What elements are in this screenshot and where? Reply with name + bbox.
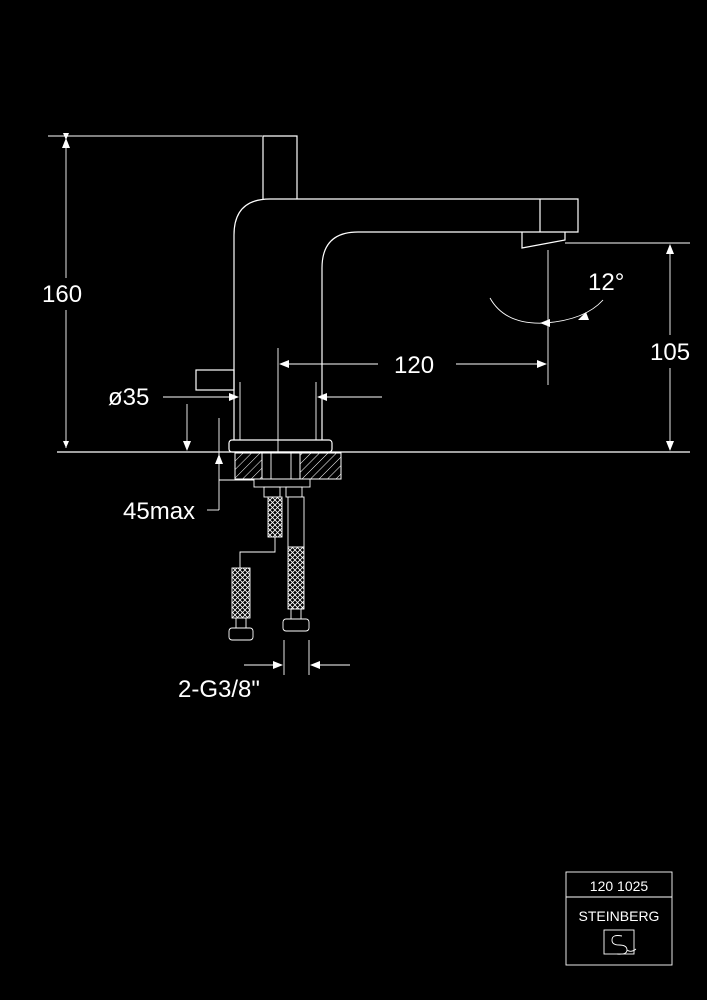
dimension-angle: 12° bbox=[489, 269, 624, 327]
brand-logo-icon bbox=[603, 929, 637, 955]
base-ring bbox=[228, 439, 333, 453]
dimension-label-160: 160 bbox=[42, 281, 82, 308]
dimension-105: 105 bbox=[565, 242, 690, 451]
dimension-label-connections: 2-G3/8" bbox=[178, 676, 260, 703]
brand-name: STEINBERG bbox=[579, 908, 660, 924]
dimension-connections: 2-G3/8" bbox=[178, 640, 350, 703]
spout-inner-outline bbox=[321, 231, 520, 440]
article-number: 120 1025 bbox=[590, 878, 649, 894]
mounting-section bbox=[234, 452, 342, 480]
spout-outline bbox=[233, 198, 579, 440]
faucet-body bbox=[195, 135, 579, 453]
lever-handle bbox=[262, 135, 298, 199]
dimension-45max: 45max bbox=[123, 404, 254, 525]
side-knob bbox=[195, 369, 235, 391]
title-block: 120 1025 STEINBERG bbox=[565, 871, 673, 966]
aerator bbox=[521, 199, 566, 249]
dimension-120: 120 bbox=[277, 250, 549, 452]
dimension-label-120: 120 bbox=[394, 352, 434, 379]
dimension-diameter: ø35 bbox=[108, 382, 382, 440]
dimension-label-angle: 12° bbox=[588, 269, 624, 296]
dimension-label-diameter: ø35 bbox=[108, 384, 149, 411]
dimension-label-105: 105 bbox=[650, 339, 690, 366]
dimension-160: 160 bbox=[42, 133, 262, 448]
dimension-label-45max: 45max bbox=[123, 498, 195, 525]
supply-hoses bbox=[228, 478, 311, 641]
